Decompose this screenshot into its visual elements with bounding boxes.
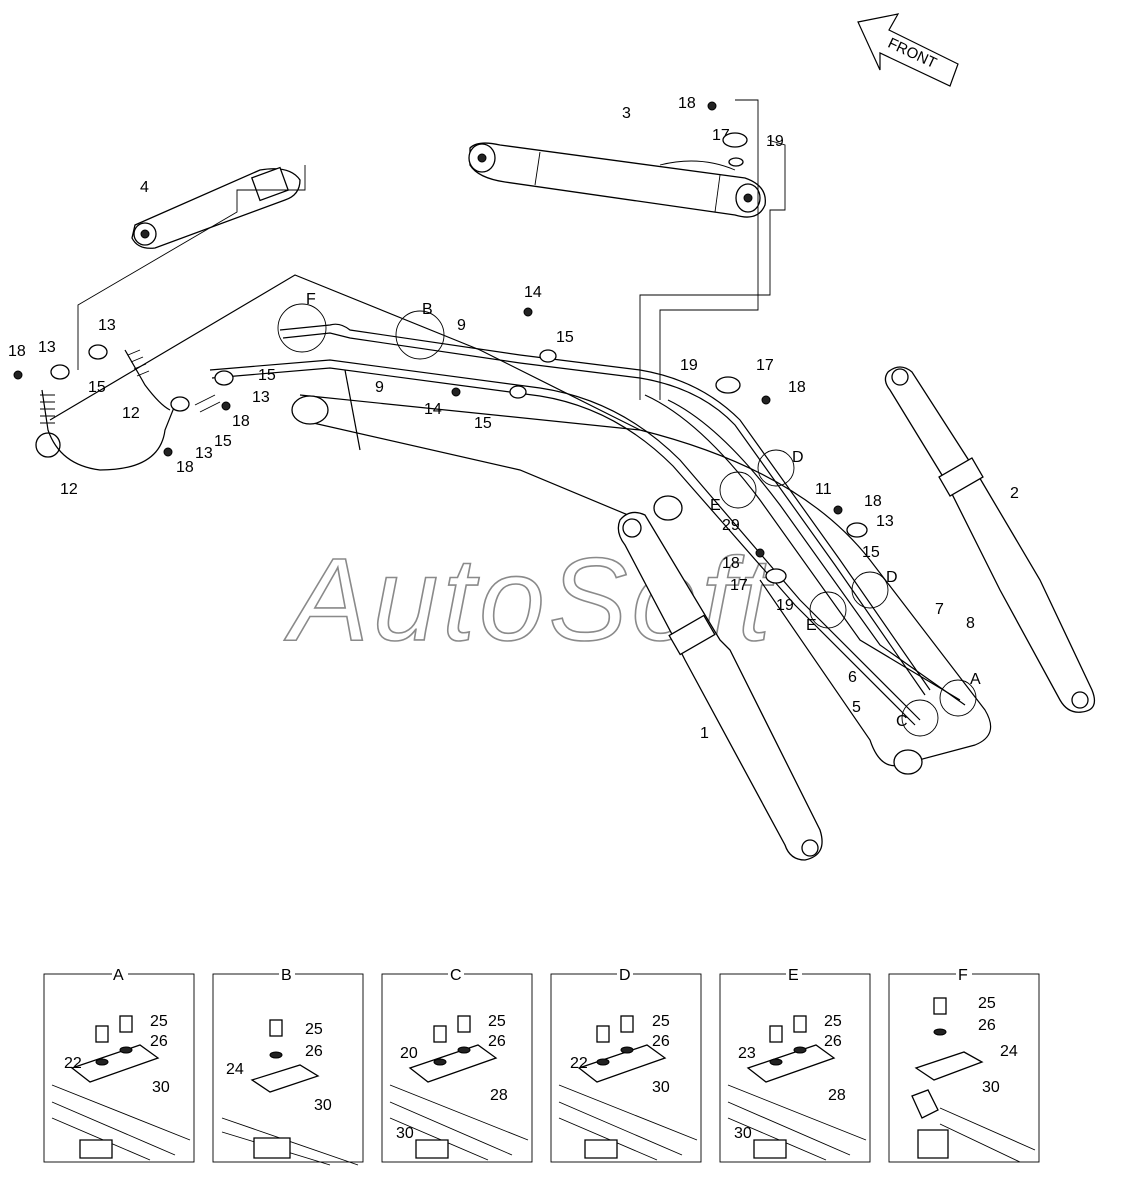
- callout-15e: 15: [474, 415, 492, 432]
- callout-12a: 12: [122, 405, 140, 422]
- detail-E-25: 25: [824, 1013, 842, 1030]
- callout-14a: 14: [524, 284, 542, 301]
- callout-12b: 12: [60, 481, 78, 498]
- callout-9a: 9: [457, 317, 466, 334]
- callout-1: 1: [700, 725, 709, 742]
- detail-C-30: 30: [396, 1125, 414, 1142]
- callout-17c: 17: [730, 577, 748, 594]
- detail-C-20: 20: [400, 1045, 418, 1062]
- detail-box-A: A 25 26 22 30: [43, 967, 195, 1163]
- detail-A-letter: A: [113, 967, 124, 984]
- callout-15f: 15: [862, 544, 880, 561]
- detail-box-F: F 25 26 24 30: [888, 967, 1040, 1163]
- detail-box-E: E 25 26 23 28 30: [719, 967, 871, 1163]
- detail-B-25: 25: [305, 1021, 323, 1038]
- detail-B-24: 24: [226, 1061, 244, 1078]
- callout-18a: 18: [678, 95, 696, 112]
- detail-box-B: B 25 26 24 30: [212, 967, 364, 1166]
- detail-E-30: 30: [734, 1125, 752, 1142]
- callout-19a: 19: [766, 133, 784, 150]
- detail-C-letter: C: [450, 967, 462, 984]
- callout-13e: 13: [876, 513, 894, 530]
- callout-11: 11: [815, 481, 832, 498]
- ref-E1: E: [710, 497, 721, 514]
- leader-lines: [77, 99, 786, 400]
- callout-18f: 18: [864, 493, 882, 510]
- detail-E-28: 28: [828, 1087, 846, 1104]
- detail-A-25: 25: [150, 1013, 168, 1030]
- boom: [35, 274, 992, 775]
- callout-13c: 13: [195, 445, 213, 462]
- callout-15a: 15: [88, 379, 106, 396]
- callout-17b: 17: [756, 357, 774, 374]
- callout-5: 5: [852, 699, 861, 716]
- ref-D2: D: [886, 569, 898, 586]
- callout-13d: 13: [252, 389, 270, 406]
- callout-19c: 19: [776, 597, 794, 614]
- detail-D-30: 30: [652, 1079, 670, 1096]
- detail-D-25: 25: [652, 1013, 670, 1030]
- ref-E2: E: [806, 617, 817, 634]
- ref-C: C: [896, 713, 908, 730]
- cylinder-2: [884, 366, 1096, 713]
- detail-C-28: 28: [490, 1087, 508, 1104]
- callout-15c: 15: [258, 367, 276, 384]
- detail-F-letter: F: [958, 967, 968, 984]
- detail-D-22: 22: [570, 1055, 588, 1072]
- detail-B-26: 26: [305, 1043, 323, 1060]
- callout-29: 29: [722, 517, 740, 534]
- circle-refs: [277, 303, 977, 737]
- detail-B-30: 30: [314, 1097, 332, 1114]
- ref-B: B: [422, 301, 433, 318]
- ref-F: F: [306, 291, 316, 308]
- detail-F-30: 30: [982, 1079, 1000, 1096]
- detail-box-D: D 25 26 22 30: [550, 967, 702, 1163]
- callout-3: 3: [622, 105, 631, 122]
- callout-14b: 14: [424, 401, 442, 418]
- callout-2: 2: [1010, 485, 1019, 502]
- detail-A-30: 30: [152, 1079, 170, 1096]
- front-label: FRONT: [885, 35, 939, 72]
- detail-C-25: 25: [488, 1013, 506, 1030]
- callout-8: 8: [966, 615, 975, 632]
- detail-E-26: 26: [824, 1033, 842, 1050]
- callout-19b: 19: [680, 357, 698, 374]
- callout-6: 6: [848, 669, 857, 686]
- detail-F-25: 25: [978, 995, 996, 1012]
- cylinder-3: [468, 142, 766, 218]
- callout-9b: 9: [375, 379, 384, 396]
- callout-15d: 15: [556, 329, 574, 346]
- callout-7: 7: [935, 601, 944, 618]
- callout-18e: 18: [788, 379, 806, 396]
- callout-labels: 1 2 3 4 5 6 7 8 9 9 11 12 12 13 13 13 13…: [8, 95, 1019, 742]
- detail-A-26: 26: [150, 1033, 168, 1050]
- callout-18b: 18: [8, 343, 26, 360]
- detail-E-letter: E: [788, 967, 799, 984]
- circle-ref-letters: F B E D E D C A: [306, 291, 981, 730]
- callout-15b: 15: [214, 433, 232, 450]
- detail-F-24: 24: [1000, 1043, 1018, 1060]
- detail-E-23: 23: [738, 1045, 756, 1062]
- front-arrow-icon: FRONT: [857, 13, 959, 87]
- callout-4: 4: [140, 179, 149, 196]
- detail-A-22: 22: [64, 1055, 82, 1072]
- ref-A: A: [970, 671, 981, 688]
- detail-D-letter: D: [619, 967, 631, 984]
- hoses: [40, 349, 221, 471]
- callout-13a: 13: [98, 317, 116, 334]
- detail-F-26: 26: [978, 1017, 996, 1034]
- callout-18d: 18: [232, 413, 250, 430]
- detail-B-letter: B: [281, 967, 292, 984]
- detail-box-C: C 25 26 20 28 30: [381, 967, 533, 1163]
- cylinder-4: [131, 166, 301, 249]
- callout-18c: 18: [176, 459, 194, 476]
- detail-C-26: 26: [488, 1033, 506, 1050]
- hardware: [13, 101, 868, 584]
- detail-D-26: 26: [652, 1033, 670, 1050]
- callout-18g: 18: [722, 555, 740, 572]
- callout-13b: 13: [38, 339, 56, 356]
- cylinder-1: [617, 495, 823, 861]
- ref-D1: D: [792, 449, 804, 466]
